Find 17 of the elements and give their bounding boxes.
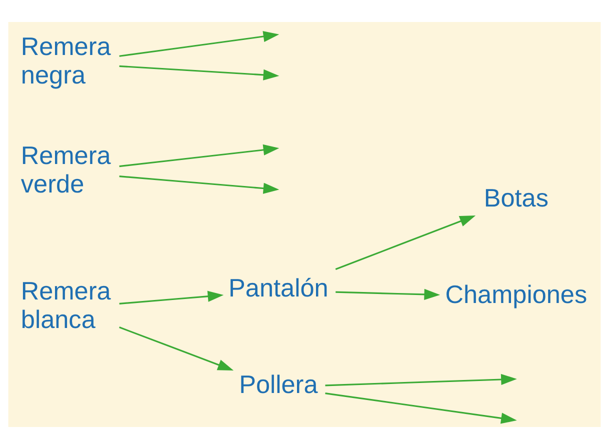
arrow bbox=[119, 64, 280, 80]
node-text: Championes bbox=[445, 280, 588, 308]
arrow bbox=[119, 144, 280, 167]
node-text: Remera negra bbox=[20, 32, 111, 89]
node-text: Pantalón bbox=[228, 274, 328, 302]
arrow bbox=[119, 30, 280, 56]
node-text: Remera blanca bbox=[20, 277, 111, 334]
arrow bbox=[119, 326, 234, 370]
arrow bbox=[119, 175, 280, 194]
arrow bbox=[325, 392, 517, 424]
node-text: Botas bbox=[484, 184, 548, 212]
node-text: Pollera bbox=[239, 370, 318, 398]
arrow bbox=[335, 215, 476, 270]
arrow bbox=[119, 290, 224, 304]
arrow bbox=[325, 373, 517, 386]
arrow bbox=[336, 288, 440, 300]
node-text: Remera verde bbox=[20, 141, 111, 198]
